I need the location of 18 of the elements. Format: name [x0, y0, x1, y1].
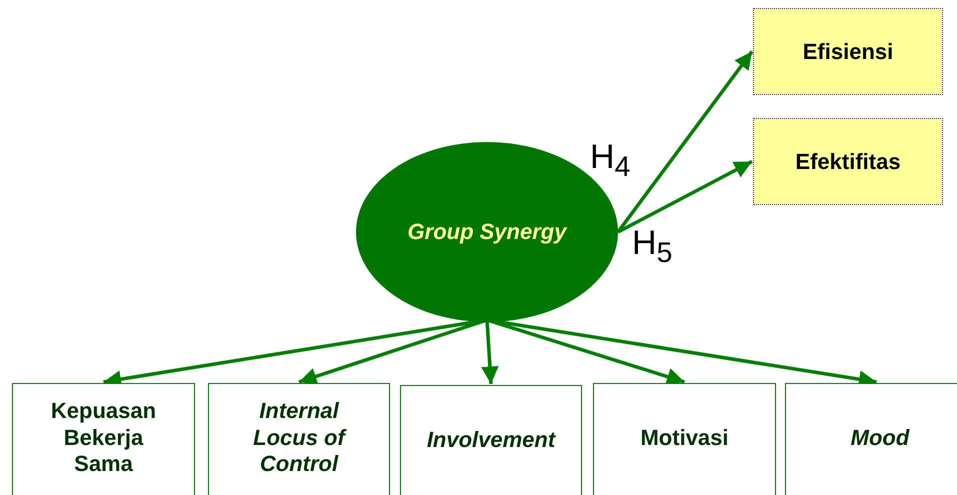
indicator-box	[12, 383, 195, 495]
edge-label: H$_{5}$	[632, 226, 672, 268]
indicator-box	[208, 383, 390, 495]
arrow	[617, 160, 753, 234]
node-label: Motivasi	[640, 424, 729, 452]
node-label: Group Synergy	[408, 219, 566, 245]
node-label: Involvement	[426, 426, 556, 454]
edge-label: H$_{4}$	[590, 140, 630, 182]
node-label: Efisiensi	[802, 38, 894, 64]
outcome-box	[753, 118, 943, 205]
indicator-box	[593, 383, 776, 495]
indicator-box	[785, 383, 957, 495]
node-label: Internal Locus of Control	[252, 398, 348, 478]
indicator-box	[400, 385, 582, 495]
outcome-box	[753, 8, 943, 95]
node-label: Kepuasan Bekerja Sama	[50, 398, 158, 478]
node-label: Efektifitas	[795, 148, 901, 174]
node-label: Mood	[850, 424, 910, 452]
